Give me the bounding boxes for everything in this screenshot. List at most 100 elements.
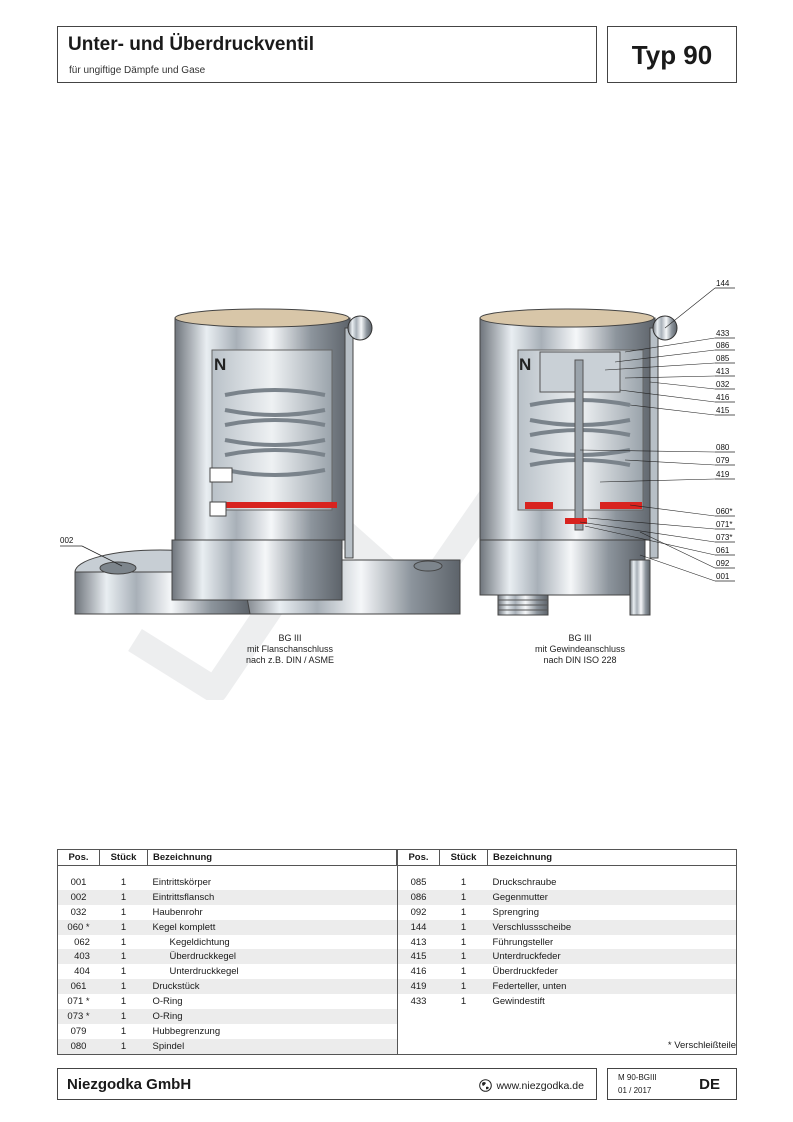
callout-leader xyxy=(604,362,716,371)
cell-name: Spindel xyxy=(147,1038,397,1054)
svg-text:N: N xyxy=(214,355,226,374)
cell-qty: 1 xyxy=(120,906,127,918)
cell-qty: 1 xyxy=(439,949,488,965)
callout-leader xyxy=(579,521,716,543)
cell-name: Kegeldichtung xyxy=(169,936,230,948)
cell-qty: 1 xyxy=(460,996,467,1008)
cell-pos: 404 xyxy=(74,966,90,978)
callout-leader xyxy=(624,337,716,353)
cell-name: Federteller, unten xyxy=(487,979,737,995)
right-caption: BG III mit Gewindeanschluss nach DIN ISO… xyxy=(490,633,670,666)
cell-qty: 1 xyxy=(99,949,148,965)
callout-label: 061 xyxy=(716,546,730,555)
cell-pos: 002 xyxy=(57,889,100,905)
callout-leader xyxy=(649,381,716,390)
column-header-pos: Pos. xyxy=(397,849,440,866)
logo-mark-left: N xyxy=(214,355,226,374)
cell-qty: 1 xyxy=(460,966,467,978)
logo-mark-right: N xyxy=(519,355,531,374)
caption-line: nach z.B. DIN / ASME xyxy=(245,655,335,665)
website[interactable]: www.niezgodka.de xyxy=(479,1079,584,1095)
cell-name: Führungsteller xyxy=(492,936,554,948)
cell-pos: 079 xyxy=(70,1025,87,1037)
cell-qty: 1 xyxy=(120,936,127,948)
cell-pos: 092 xyxy=(410,906,427,918)
callout-label: 092 xyxy=(716,559,730,568)
table-row: 404 1 Unterdruckkegel xyxy=(58,964,397,979)
cell-name: Unterdruckkegel xyxy=(169,966,239,978)
callout-leader xyxy=(629,504,716,517)
cell-name: Gewindestift xyxy=(492,996,545,1008)
callout-label: 079 xyxy=(716,456,730,465)
caption-line: mit Flanschanschluss xyxy=(246,644,334,654)
cell-pos: 060 * xyxy=(57,919,100,935)
cell-name: Gegenmutter xyxy=(487,889,737,905)
cell-pos: 415 xyxy=(397,949,440,965)
cell-name: Kegel komplett xyxy=(147,919,397,935)
callout-label: 144 xyxy=(716,279,730,288)
cell-qty: 1 xyxy=(120,996,127,1008)
cell-name: Sprengring xyxy=(492,906,539,918)
table-row: 079 1 Hubbegrenzung xyxy=(58,1024,397,1039)
callout-label: 415 xyxy=(716,406,730,415)
cell-qty: 1 xyxy=(99,979,148,995)
company-name: Niezgodka GmbH xyxy=(67,1076,192,1093)
type-label: Typ 90 xyxy=(631,40,713,70)
website-link[interactable]: www.niezgodka.de xyxy=(496,1080,584,1092)
cell-qty: 1 xyxy=(99,1038,148,1054)
cell-pos: 419 xyxy=(397,979,440,995)
callout-leader xyxy=(584,525,716,556)
cell-pos: 061 xyxy=(57,979,100,995)
cell-name: Unterdruckfeder xyxy=(487,949,737,965)
callout-leader xyxy=(587,517,716,530)
callout-label: 002 xyxy=(60,536,74,545)
cell-qty: 1 xyxy=(439,919,488,935)
callout-label: 085 xyxy=(716,354,730,363)
right-callouts: 144433086085413032416415080079419060*071… xyxy=(579,279,735,582)
document-title: Unter- und Überdruckventil xyxy=(68,34,314,55)
cell-pos: 416 xyxy=(410,966,427,978)
title-box: Unter- und Überdruckventil für ungiftige… xyxy=(57,26,597,83)
callout-leader xyxy=(619,389,716,403)
cell-pos: 413 xyxy=(410,936,427,948)
callout-label: 032 xyxy=(716,380,730,389)
callout-label: 073* xyxy=(716,533,732,542)
callout-leader xyxy=(599,478,716,483)
doc-date: 01 / 2017 xyxy=(618,1086,652,1095)
language-code: DE xyxy=(699,1076,720,1093)
cell-name: O-Ring xyxy=(152,996,183,1008)
footer-box: Niezgodka GmbH www.niezgodka.de xyxy=(57,1068,597,1100)
cell-pos: 073 * xyxy=(57,1009,100,1024)
column-header-qty: Stück xyxy=(99,849,148,866)
cell-name: O-Ring xyxy=(147,1009,397,1024)
cell-name: Hubbegrenzung xyxy=(152,1025,221,1037)
doc-code-box: M 90-BGIII 01 / 2017 DE xyxy=(607,1068,737,1100)
valve-cutaway-illustration: N N xyxy=(60,279,735,703)
cell-name: Überdruckfeder xyxy=(492,966,558,978)
cell-qty: 1 xyxy=(120,966,127,978)
globe-icon xyxy=(479,1079,493,1095)
callout-leader xyxy=(624,375,716,379)
callout-label: 416 xyxy=(716,393,730,402)
callout-label: 419 xyxy=(716,470,730,479)
cell-pos: 085 xyxy=(410,876,427,888)
cell-pos: 144 xyxy=(397,919,440,935)
cell-qty: 1 xyxy=(120,1025,127,1037)
cell-name: Eintrittskörper xyxy=(152,876,212,888)
callout-label: 080 xyxy=(716,443,730,452)
callout-leader xyxy=(624,459,716,466)
cell-pos: 080 xyxy=(57,1038,100,1054)
